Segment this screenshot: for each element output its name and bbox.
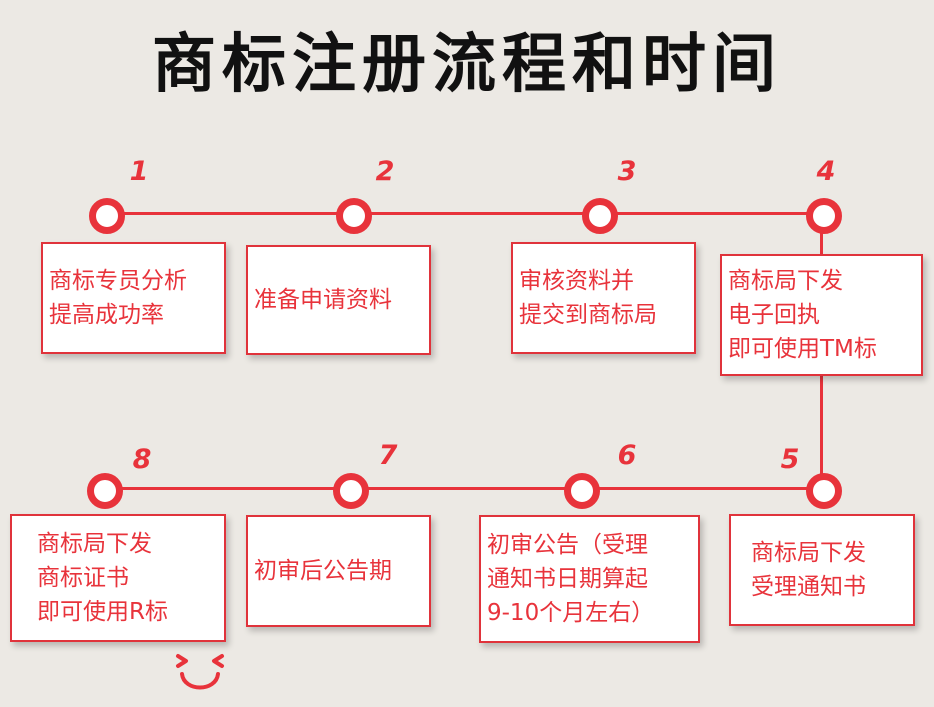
step-2-text-line: 准备申请资料 — [254, 287, 392, 313]
smiley-icon — [176, 654, 224, 690]
step-5-text-line: 受理通知书 — [751, 574, 866, 600]
step-8-number: 8 — [132, 444, 152, 475]
step-1-text-line: 提高成功率 — [49, 302, 164, 328]
step-8-node — [87, 473, 123, 509]
step-4-number: 4 — [816, 156, 836, 187]
step-2-node — [336, 198, 372, 234]
step-6-text-line: 9-10个月左右） — [487, 600, 655, 626]
step-5-number: 5 — [780, 444, 800, 475]
step-1-node — [89, 198, 125, 234]
step-8-card: 商标局下发 商标证书 即可使用R标 — [10, 514, 226, 642]
step-7-card: 初审后公告期 — [246, 515, 431, 627]
step-1-text-line: 商标专员分析 — [49, 268, 187, 294]
step-6-card: 初审公告（受理 通知书日期算起 9-10个月左右） — [479, 515, 700, 643]
step-3-text-line: 提交到商标局 — [519, 302, 657, 328]
step-2-number: 2 — [375, 156, 395, 187]
step-4-text-line: 即可使用TM标 — [728, 336, 877, 362]
step-7-number: 7 — [378, 440, 398, 471]
step-8-text-line: 即可使用R标 — [37, 599, 168, 625]
step-6-node — [564, 473, 600, 509]
step-1-number: 1 — [129, 156, 149, 187]
step-3-text-line: 审核资料并 — [519, 268, 634, 294]
step-6-text-line: 通知书日期算起 — [487, 566, 648, 592]
step-4-card: 商标局下发 电子回执 即可使用TM标 — [720, 254, 923, 376]
step-5-text-line: 商标局下发 — [751, 540, 866, 566]
step-5-card: 商标局下发 受理通知书 — [729, 514, 915, 626]
page-title: 商标注册流程和时间 — [152, 28, 782, 102]
bottom-connector-line — [103, 487, 823, 490]
step-1-card: 商标专员分析 提高成功率 — [41, 242, 226, 354]
step-8-text-line: 商标证书 — [37, 565, 129, 591]
step-3-card: 审核资料并 提交到商标局 — [511, 242, 696, 354]
step-6-text-line: 初审公告（受理 — [487, 532, 648, 558]
step-4-node — [806, 198, 842, 234]
step-4-text-line: 电子回执 — [728, 302, 820, 328]
step-3-number: 3 — [617, 156, 637, 187]
step-5-node — [806, 473, 842, 509]
step-8-text-line: 商标局下发 — [37, 531, 152, 557]
step-7-node — [333, 473, 369, 509]
step-4-text-line: 商标局下发 — [728, 268, 843, 294]
step-6-number: 6 — [617, 440, 637, 471]
step-2-card: 准备申请资料 — [246, 245, 431, 355]
step-7-text-line: 初审后公告期 — [254, 558, 392, 584]
top-connector-line — [105, 212, 822, 215]
step-3-node — [582, 198, 618, 234]
